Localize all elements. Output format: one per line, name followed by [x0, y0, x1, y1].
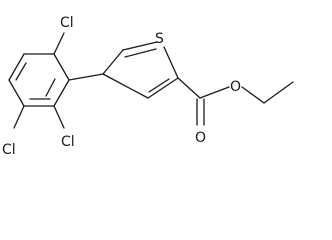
ester-group: [177, 77, 294, 126]
bond-ester-oxygen-ch2: [241, 86, 265, 104]
bond-thio-c2-c3: [147, 77, 179, 99]
bond-ch2-ch3: [263, 81, 294, 104]
benzene-ring: [8, 53, 70, 107]
bond-aryl-thiophene: [68, 73, 104, 81]
atom-label-chloro-meta: Cl: [2, 142, 16, 158]
bond-thio-inner-b: [148, 78, 170, 93]
bond-ring-inner-a: [45, 78, 56, 97]
bond-ring-c5-c6: [8, 53, 25, 81]
bond-to-chloro-ortho: [53, 105, 65, 129]
thiophene-ring: [102, 41, 179, 99]
bond-thiophene-carbonyl: [177, 77, 201, 99]
bond-ring-c4-c5: [8, 79, 25, 107]
bond-ring-c1-c2: [53, 53, 70, 81]
atom-label-ester-oxygen: O: [230, 79, 241, 95]
bond-to-chloro-meta: [13, 105, 25, 129]
bond-ring-inner-b: [15, 62, 27, 81]
bond-thio-s-c2: [163, 46, 179, 79]
substituent-bonds: [13, 32, 104, 129]
bond-to-chloro-top: [53, 32, 65, 55]
atom-label-chloro-top: Cl: [60, 15, 74, 31]
bond-thio-inner-a: [124, 48, 157, 58]
bond-thio-c3-c4: [102, 73, 149, 99]
atom-label-sulfur: S: [155, 31, 164, 47]
bond-carbonyl-ester-oxygen: [199, 86, 230, 99]
bond-thio-c5-s: [122, 41, 158, 51]
atom-label-chloro-ortho: Cl: [61, 134, 75, 150]
atom-label-carbonyl-oxygen: O: [195, 130, 206, 146]
bond-thio-c4-c5: [102, 49, 124, 75]
bond-ring-c2-c3: [53, 79, 70, 107]
atom-labels: S O O Cl Cl Cl: [2, 15, 241, 158]
chemical-structure: S O O Cl Cl Cl: [2, 15, 294, 158]
